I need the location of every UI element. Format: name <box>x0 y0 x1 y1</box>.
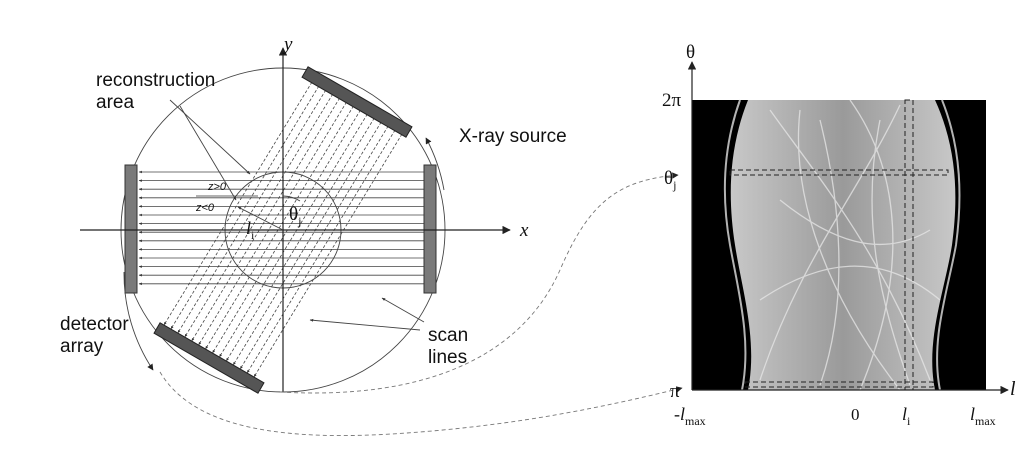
rotated-scan-line <box>219 113 368 358</box>
tick-pi: π <box>670 381 680 402</box>
rotated-scan-line <box>205 105 354 350</box>
reconstruction-pointer-1 <box>169 99 251 175</box>
theta-arc <box>282 195 301 202</box>
connector-l-i <box>159 371 683 436</box>
rotated-scan-line <box>191 97 341 342</box>
rotated-scan-line <box>253 133 403 378</box>
ct-geometry-diagram: x y reconstruction area X-ray source det… <box>60 34 567 394</box>
l-i-column-band <box>904 99 914 391</box>
x-axis-label: x <box>519 220 529 241</box>
source-rotation-arc <box>425 137 445 191</box>
rotated-scan-line <box>232 121 382 366</box>
xray-source-label: X-ray source <box>459 126 567 147</box>
sinogram-right-edge <box>936 99 961 391</box>
tick-l-i: li <box>902 404 911 428</box>
rotated-scan-line <box>212 109 361 354</box>
left-detector <box>124 164 138 294</box>
tick-neg-lmax: -lmax <box>674 404 706 428</box>
tick-2pi: 2π <box>662 90 682 111</box>
rotated-scan-line <box>225 117 375 362</box>
reconstruction-area-label-1: reconstruction <box>96 70 215 91</box>
reconstruction-pointer-2 <box>179 105 237 201</box>
scan-lines-pointer-2 <box>381 297 425 323</box>
rotated-scan-line <box>170 85 320 330</box>
sinogram-support <box>730 100 956 390</box>
rotated-scan-line <box>246 129 396 374</box>
li-label: li <box>246 218 255 242</box>
y-axis-label: y <box>282 34 293 55</box>
sinogram: θ l 2π θj π -lmax 0 li lmax <box>662 42 1016 428</box>
rotated-scan-line <box>198 101 347 346</box>
xray-source-bar <box>301 66 413 138</box>
theta-j-row-band <box>729 169 949 176</box>
tick-lmax: lmax <box>970 404 996 428</box>
li-pointer <box>237 206 284 231</box>
rotated-scan-line <box>177 89 327 334</box>
rotated-scan-line <box>184 93 334 338</box>
horizontal-scan-lines <box>138 170 424 286</box>
z-positive-label: z>0 <box>207 181 227 193</box>
scan-lines-pointer-1 <box>309 318 421 331</box>
sinogram-left-edge <box>723 99 747 391</box>
theta-j-label: θj <box>289 204 301 228</box>
rotated-scan-line <box>163 81 313 326</box>
right-detector <box>423 164 437 294</box>
rotated-scan-lines <box>163 81 403 378</box>
theta-axis-label: θ <box>686 42 695 63</box>
tick-zero: 0 <box>851 405 860 424</box>
reconstruction-area-label-2: area <box>96 92 134 113</box>
l-axis-label: l <box>1010 378 1016 400</box>
detector-array-bar <box>153 322 265 394</box>
sinogram-traces <box>759 100 941 390</box>
detector-array-label-1: detector <box>60 314 129 335</box>
rotated-scan-line <box>239 125 389 370</box>
scan-lines-label-2: lines <box>428 347 467 368</box>
z-negative-label: z<0 <box>195 202 215 214</box>
detector-array-label-2: array <box>60 336 104 357</box>
scan-lines-label-1: scan <box>428 325 468 346</box>
connector-theta-j <box>279 172 679 394</box>
tick-theta-j: θj <box>664 168 676 192</box>
detector-rotation-arc <box>123 271 154 371</box>
